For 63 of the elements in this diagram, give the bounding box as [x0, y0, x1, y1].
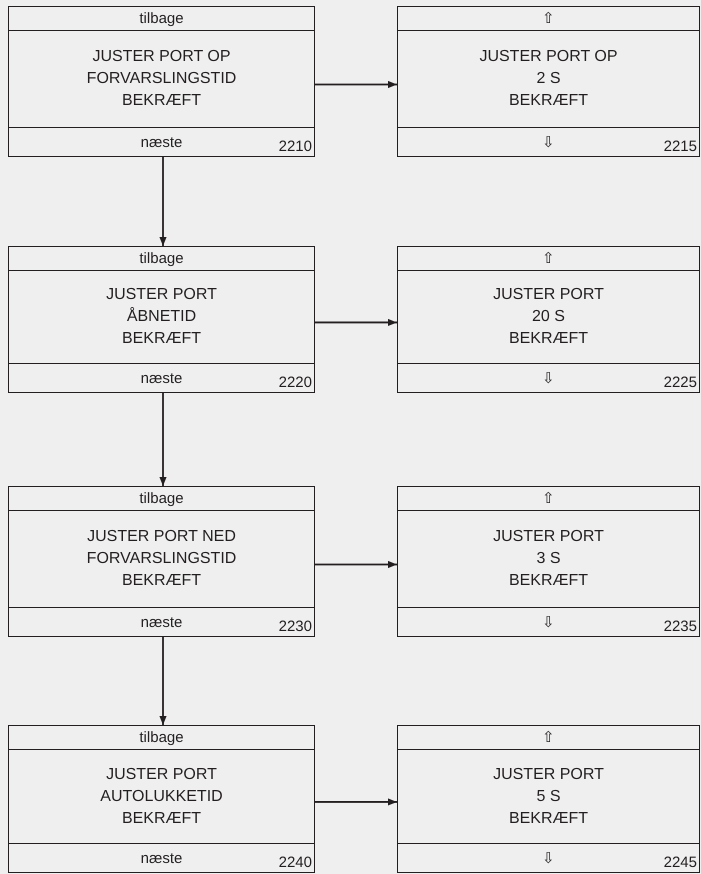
menu-line: 2 S — [536, 69, 560, 89]
screen-box — [8, 725, 315, 873]
footer-text: næste — [140, 850, 182, 866]
header-text: ⇧ — [542, 11, 555, 26]
arrow — [315, 80, 397, 88]
menu-line: BEKRÆFT — [122, 329, 202, 349]
screen-box — [397, 725, 700, 873]
menu-line: JUSTER PORT OP — [479, 47, 618, 67]
footer-text: ⇩ — [542, 614, 555, 630]
menu-line: JUSTER PORT — [493, 764, 604, 784]
header-text: ⇧ — [542, 730, 555, 745]
menu-line: AUTOLUKKETID — [100, 786, 223, 806]
screen-box — [397, 6, 700, 157]
screen-number: 2220 — [278, 375, 312, 390]
screen-number: 2215 — [664, 139, 697, 154]
menu-line: JUSTER PORT — [106, 764, 217, 784]
screen-box — [8, 486, 315, 637]
screen-box — [8, 246, 315, 393]
menu-line: ÅBNETID — [126, 306, 196, 327]
menu-line: BEKRÆFT — [122, 808, 202, 828]
header-text: ⇧ — [542, 491, 555, 506]
arrow — [315, 560, 397, 568]
menu-line: BEKRÆFT — [122, 91, 202, 111]
header-text: ⇧ — [542, 251, 555, 266]
footer-text: ⇩ — [542, 134, 555, 150]
footer-text: næste — [140, 614, 182, 630]
header-text: tilbage — [139, 491, 184, 506]
screen-box — [8, 6, 315, 157]
menu-line: JUSTER PORT NED — [87, 527, 236, 547]
arrow — [159, 157, 167, 246]
footer-text: ⇩ — [542, 370, 555, 386]
screen-number: 2225 — [664, 375, 697, 390]
screen-number: 2210 — [278, 139, 312, 154]
footer-text: ⇩ — [542, 850, 555, 866]
menu-line: JUSTER PORT — [493, 285, 604, 305]
menu-line: 3 S — [536, 549, 560, 569]
menu-line: BEKRÆFT — [508, 329, 588, 349]
menu-line: FORVARSLINGSTID — [86, 549, 236, 569]
menu-line: 20 S — [532, 307, 565, 327]
screen-box — [397, 246, 700, 393]
menu-line: BEKRÆFT — [508, 808, 588, 828]
menu-line: JUSTER PORT — [106, 285, 217, 305]
menu-line: JUSTER PORT OP — [92, 47, 231, 67]
arrow — [315, 798, 397, 806]
footer-text: næste — [140, 370, 182, 386]
menu-line: BEKRÆFT — [508, 91, 588, 111]
header-text: tilbage — [139, 11, 184, 26]
menu-line: 5 S — [536, 786, 560, 806]
menu-line: FORVARSLINGSTID — [86, 69, 236, 89]
menu-line: BEKRÆFT — [508, 571, 588, 591]
menu-line: BEKRÆFT — [122, 571, 202, 591]
screen-number: 2240 — [278, 855, 312, 870]
footer-text: næste — [140, 134, 182, 150]
screen-number: 2230 — [278, 619, 312, 634]
arrow — [159, 393, 167, 486]
arrow — [315, 318, 397, 326]
arrow — [159, 637, 167, 725]
menu-line: JUSTER PORT — [493, 527, 604, 547]
screen-number: 2245 — [664, 855, 697, 870]
header-text: tilbage — [139, 251, 184, 266]
screen-number: 2235 — [664, 619, 697, 634]
header-text: tilbage — [139, 730, 184, 745]
screen-box — [397, 486, 700, 637]
